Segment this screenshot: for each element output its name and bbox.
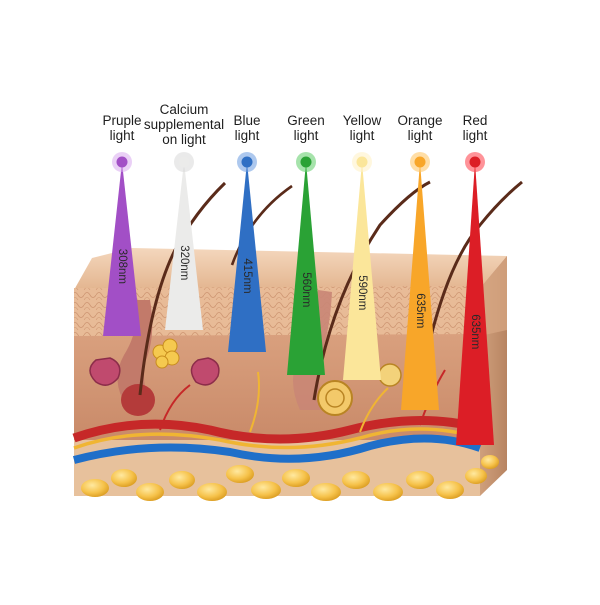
- sweat-gland: [317, 380, 353, 416]
- light-beam-3: [228, 162, 266, 352]
- light-beam-4-source-dot: [300, 156, 312, 168]
- light-beam-6-wavelength: 635nm: [414, 293, 426, 328]
- light-beam-7-source-dot: [469, 156, 481, 168]
- light-beam-5-wavelength: 590nm: [356, 275, 368, 310]
- light-beam-2-label-line: Calcium: [159, 102, 209, 117]
- artery-vessel: [72, 416, 482, 444]
- light-beam-4: [287, 162, 325, 375]
- light-beam-6-label-line: light: [407, 128, 433, 143]
- nerve-ending: [378, 363, 402, 387]
- light-beam-3-source-dot: [241, 156, 253, 168]
- light-beam-2: [165, 162, 203, 330]
- light-beam-7: [456, 162, 494, 445]
- light-beam-3-label-line: light: [234, 128, 260, 143]
- light-beam-5-source-dot: [356, 156, 368, 168]
- light-beam-3-label-line: Blue: [233, 113, 261, 128]
- light-beam-2-label-line: supplemental: [143, 117, 225, 132]
- light-beam-5: [343, 162, 381, 380]
- nerve-fiber: [73, 427, 481, 450]
- hair-shaft-left: [138, 181, 227, 396]
- light-beam-6-source-dot: [414, 156, 426, 168]
- light-beam-5-label-line: Yellow: [342, 113, 382, 128]
- light-beam-1: [103, 162, 141, 336]
- gland-cluster: [152, 338, 180, 369]
- light-beam-4-label-line: Green: [287, 113, 325, 128]
- hair-bulb: [121, 384, 155, 416]
- light-beam-6-label-line: Orange: [397, 113, 443, 128]
- hair-shaft-middle: [312, 180, 431, 401]
- light-beam-1-label-line: Pruple: [102, 113, 142, 128]
- light-beam-2-source-dot: [178, 156, 190, 168]
- light-beam-5-label-line: light: [349, 128, 375, 143]
- light-beam-7-label-line: light: [462, 128, 488, 143]
- light-beam-7-label-line: Red: [462, 113, 488, 128]
- light-beams: 308nm 320nm 415nm 560nm 590nm 635nm 635nm: [103, 152, 494, 445]
- vein-vessel: [72, 434, 482, 464]
- light-beam-1-source-dot: [116, 156, 128, 168]
- fat-cells: [81, 455, 499, 501]
- sebaceous-gland: [89, 357, 121, 386]
- light-beam-7-wavelength: 635nm: [469, 314, 481, 349]
- hair-shaft-extra: [230, 184, 293, 266]
- light-beam-4-wavelength: 560nm: [300, 272, 312, 307]
- hair-follicle: [117, 300, 153, 405]
- light-beam-1-label-line: light: [109, 128, 135, 143]
- light-beam-4-label-line: light: [293, 128, 319, 143]
- light-beam-6: [401, 162, 439, 410]
- light-beam-1-wavelength: 308nm: [116, 249, 128, 284]
- skin-surface: [74, 248, 507, 290]
- light-beam-2-label-line: on light: [162, 132, 206, 147]
- light-beam-3-wavelength: 415nm: [241, 258, 253, 293]
- light-beam-2-wavelength: 320nm: [178, 245, 190, 280]
